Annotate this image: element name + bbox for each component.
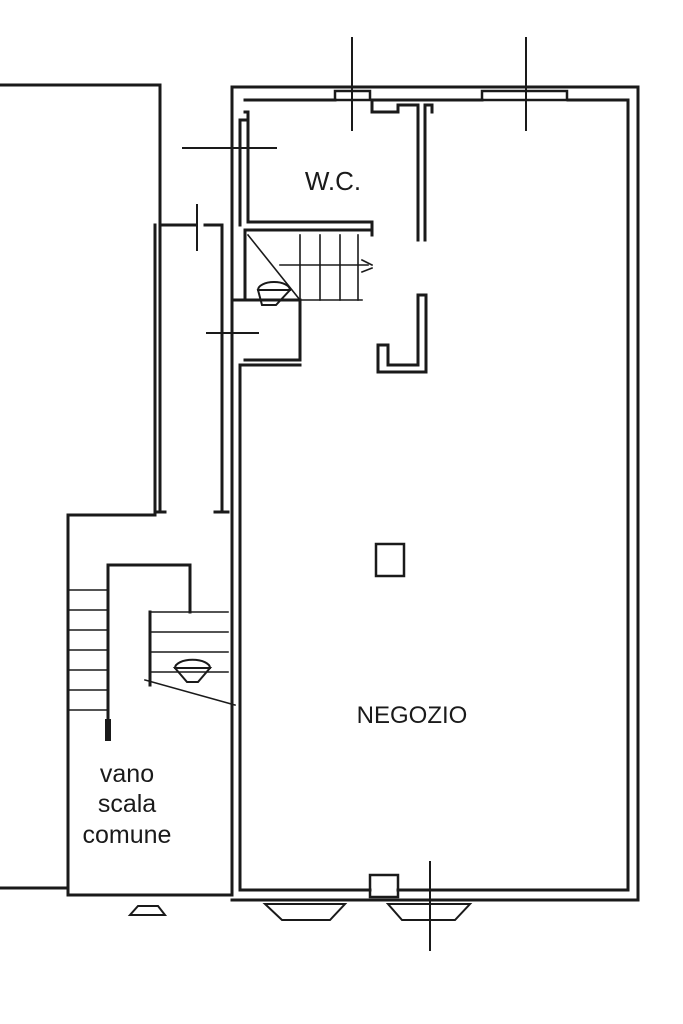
stairwell-label-line1: vano xyxy=(100,760,154,788)
pillar xyxy=(374,542,406,578)
windows xyxy=(333,89,569,899)
wc-partition xyxy=(243,98,434,242)
shop-label: NEGOZIO xyxy=(357,702,468,729)
section-marks xyxy=(182,37,527,951)
stairwell-label-line3: comune xyxy=(83,821,172,849)
partition-walls xyxy=(376,293,428,374)
common-stairwell xyxy=(66,513,236,897)
shop-outer-wall xyxy=(230,85,640,902)
adjacent-building xyxy=(0,83,197,890)
stairwell-label-line2: scala xyxy=(98,790,156,818)
wc-label: W.C. xyxy=(305,166,361,196)
entrance-arrows xyxy=(127,281,473,921)
internal-stair xyxy=(230,228,374,362)
corridor-walls xyxy=(153,223,230,514)
